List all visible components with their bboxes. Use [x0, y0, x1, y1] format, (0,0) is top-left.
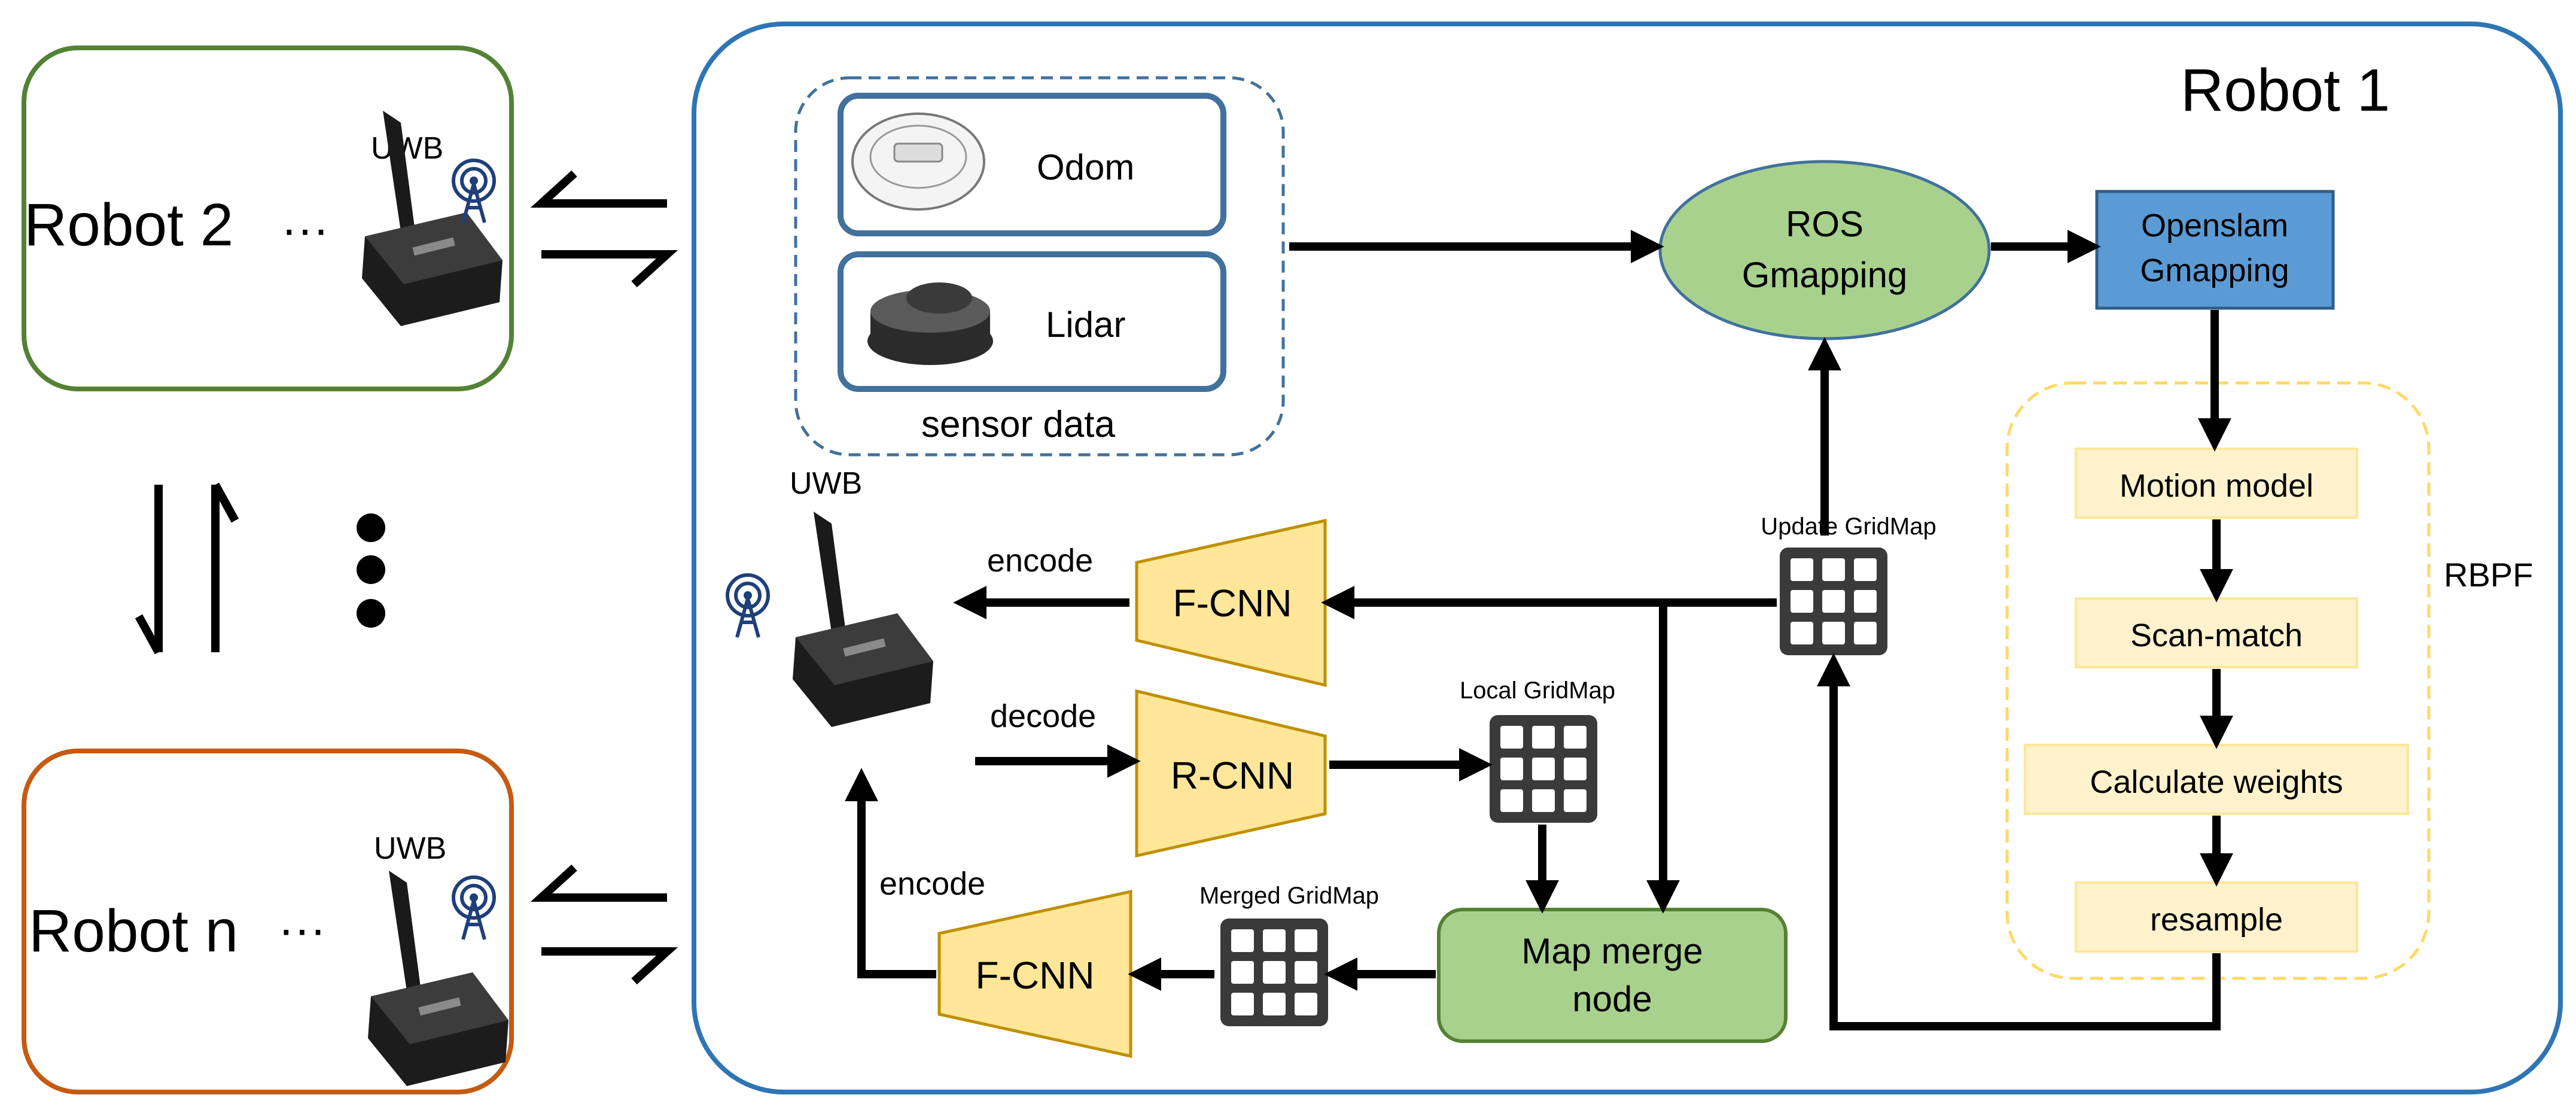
sensor-data-label: sensor data [921, 404, 1116, 445]
robot2-ellipsis: ··· [281, 202, 329, 256]
rbpf-step-label: Scan-match [2130, 618, 2303, 653]
more-robots-dot [357, 555, 385, 584]
lidar-sensor-icon [867, 282, 993, 365]
arrow-resample-to-update-gridmap [1817, 653, 2221, 1030]
local-gridmap-icon [1490, 715, 1597, 823]
openslam-line1: Openslam [2141, 208, 2288, 244]
update-gridmap-label: Update GridMap [1761, 513, 1936, 540]
ros-gmapping-node [1658, 160, 1991, 340]
rbpf-step-resample [2075, 881, 2358, 953]
sensor-data-group [794, 76, 1285, 457]
map-merge-line2: node [1572, 979, 1652, 1019]
merged-gridmap-label: Merged GridMap [1199, 883, 1379, 909]
ros-gmapping-line2: Gmapping [1742, 255, 1908, 295]
rbpf-step-label: Motion model [2120, 468, 2313, 504]
encode-bottom-label: encode [879, 866, 985, 902]
robotn-link-arrows [530, 864, 678, 985]
robot2-uwb-label: UWB [371, 131, 443, 166]
odom-label: Odom [1037, 147, 1134, 187]
fcnn-bottom-block [937, 889, 1132, 1059]
openslam-gmapping-node [2095, 190, 2335, 310]
rcnn-block [1135, 689, 1327, 858]
robotn-uwb-label: UWB [374, 831, 446, 866]
rbpf-step-scan-match [2075, 597, 2358, 668]
openslam-line2: Gmapping [2140, 253, 2289, 288]
robotn-ellipsis: ··· [278, 902, 326, 956]
ros-gmapping-line1: ROS [1786, 204, 1864, 244]
robot2-label: Robot 2 [24, 191, 233, 259]
map-merge-line1: Map merge [1521, 931, 1703, 971]
rcnn-label: R-CNN [1171, 754, 1294, 797]
fcnn-bottom-label: F-CNN [975, 954, 1094, 997]
robotn-label: Robot n [29, 898, 238, 965]
merged-gridmap-icon [1220, 919, 1328, 1026]
update-gridmap-icon [1780, 548, 1887, 655]
more-robots-dot [357, 599, 385, 628]
fcnn-top-label: F-CNN [1173, 582, 1292, 625]
rbpf-step-label: resample [2150, 902, 2283, 938]
encode-top-label: encode [987, 543, 1093, 579]
robot2-link-arrows [530, 170, 678, 288]
arrow-fcnn-bottom-to-uwb [845, 768, 936, 978]
lidar-label: Lidar [1046, 305, 1125, 345]
rbpf-step-calculate-weights [2024, 744, 2409, 815]
rbpf-label: RBPF [2444, 556, 2533, 594]
fcnn-top-block [1135, 518, 1327, 688]
more-robots-dot [357, 513, 385, 542]
robot1-label: Robot 1 [2181, 57, 2390, 124]
robot1-uwb-label: UWB [790, 466, 862, 501]
odom-robot-icon [851, 112, 985, 211]
local-gridmap-label: Local GridMap [1460, 677, 1615, 704]
map-merge-node [1437, 908, 1788, 1043]
decode-label: decode [990, 698, 1096, 734]
rbpf-step-label: Calculate weights [2090, 764, 2343, 800]
